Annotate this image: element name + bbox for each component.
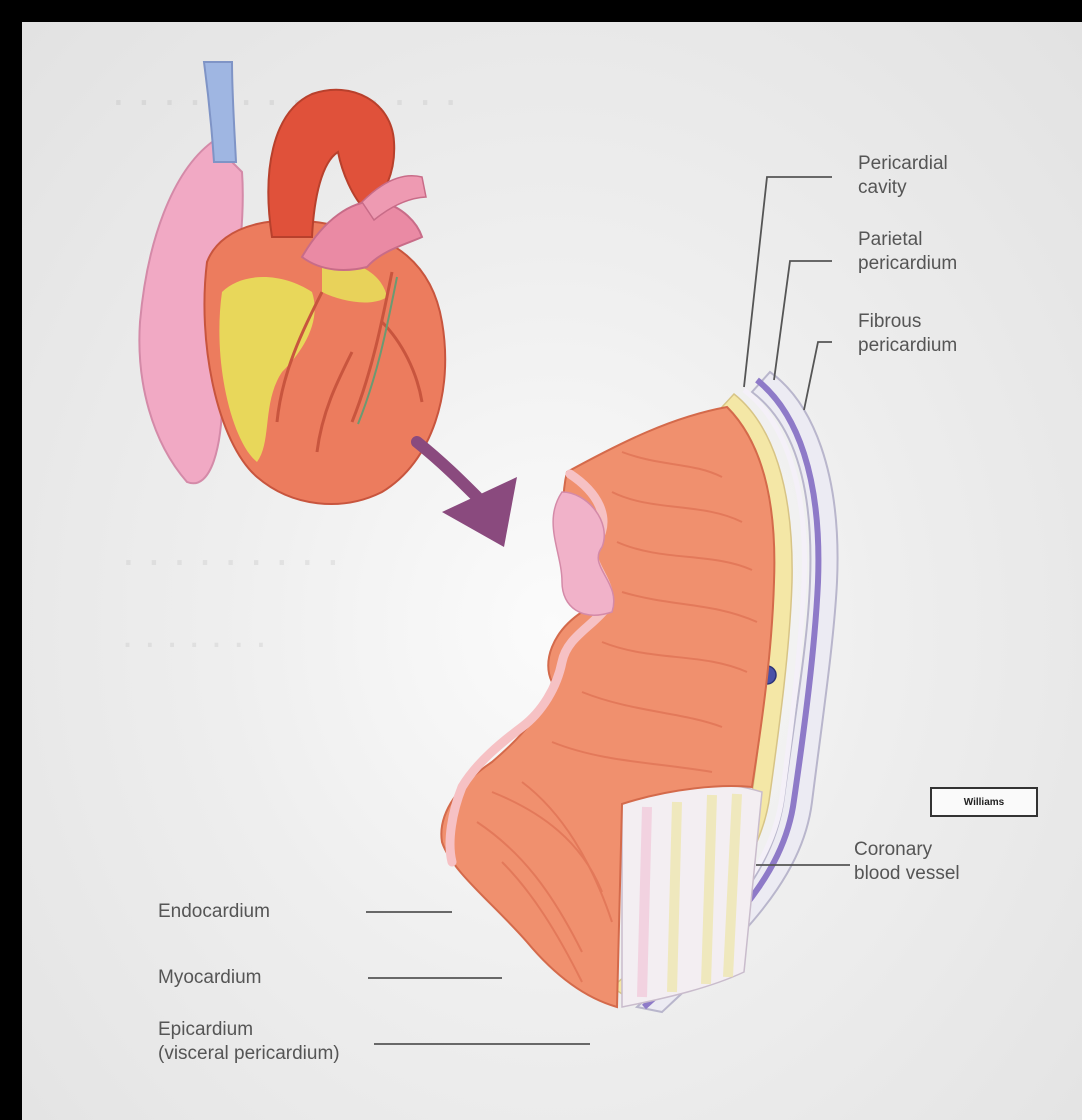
diagram-canvas: . . . . . . . . . . . . . . . . . . . . … (22, 22, 1082, 1120)
label-fibrous-pericardium: Fibrous pericardium (858, 310, 957, 358)
pointer-arrow-head (442, 477, 517, 547)
label-myocardium: Myocardium (158, 966, 261, 990)
label-endocardium: Endocardium (158, 900, 270, 924)
label-parietal-pericardium: Parietal pericardium (858, 228, 957, 276)
watermark-williams: Williams (930, 787, 1038, 817)
heart-wall-section (441, 372, 837, 1012)
leader-line-parietal-pericardium (774, 261, 832, 380)
heart-drawing (139, 62, 517, 547)
label-pericardial-cavity: Pericardial cavity (858, 152, 948, 200)
wall-cut-stripes (642, 807, 647, 997)
label-epicardium: Epicardium (visceral pericardium) (158, 1018, 340, 1066)
leader-line-fibrous-pericardium (804, 342, 832, 410)
pointer-arrow-shaft (417, 442, 477, 497)
label-coronary-blood-vessel: Coronary blood vessel (854, 838, 960, 886)
